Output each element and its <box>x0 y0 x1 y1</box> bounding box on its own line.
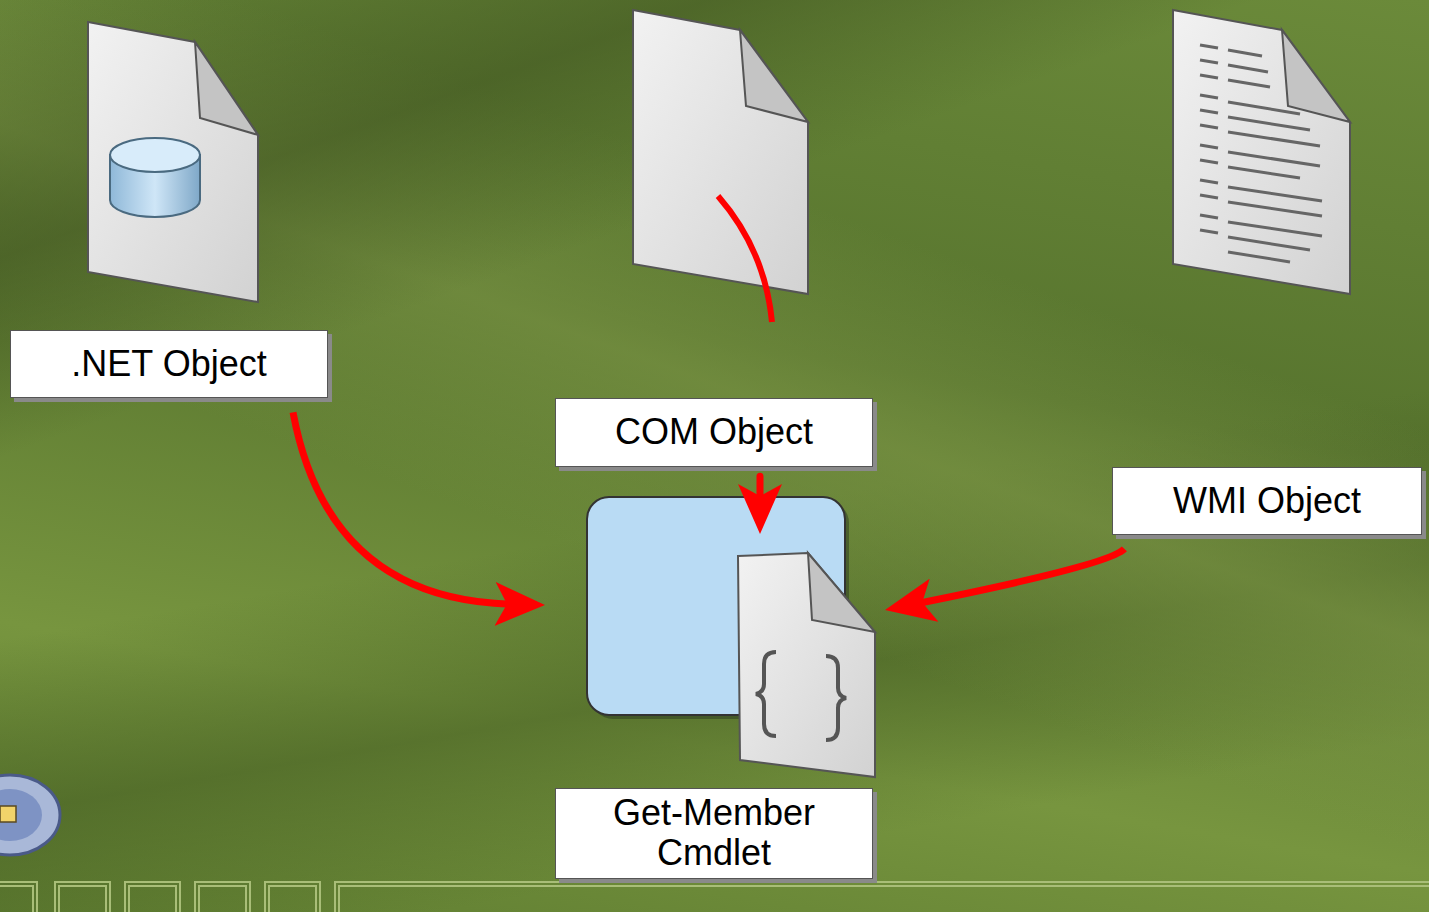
com-page-icon <box>633 10 808 322</box>
label-box: Get-Member Cmdlet <box>555 788 873 879</box>
cmdlet-icon <box>587 497 875 777</box>
node-label: .NET Object <box>23 344 315 384</box>
object-node: COM Object <box>555 398 873 466</box>
node-label: Get-Member Cmdlet <box>576 793 852 874</box>
red-arrow <box>293 412 513 604</box>
node-label: COM Object <box>568 412 860 452</box>
red-arrow <box>757 476 764 502</box>
cmdlet-node: Get-Member Cmdlet <box>545 470 885 881</box>
node-label: WMI Object <box>1125 481 1409 521</box>
red-arrow <box>916 549 1124 604</box>
object-node: .NET Object <box>10 330 328 398</box>
corner-decoration <box>0 775 1429 912</box>
wmi-page-icon <box>1173 10 1350 294</box>
net-page-icon <box>88 22 258 302</box>
object-node: WMI Object <box>1112 467 1422 535</box>
